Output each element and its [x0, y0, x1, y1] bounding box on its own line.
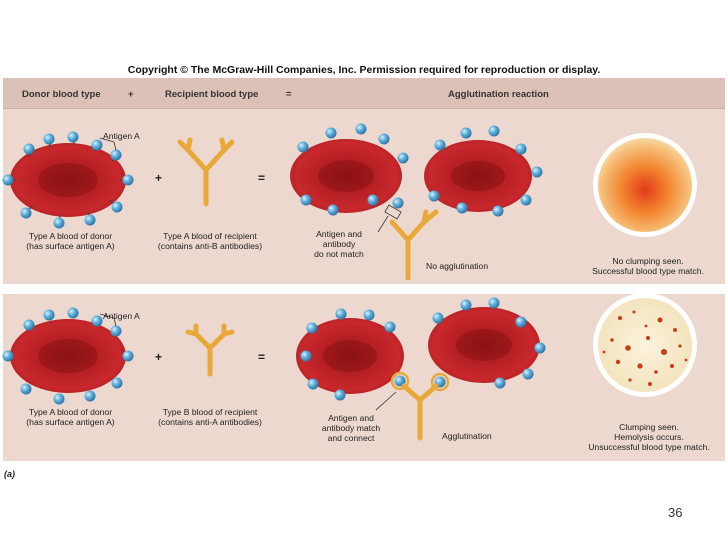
outcome-label-row1-line2: Successful blood type match.	[592, 266, 704, 276]
recipient-label-row1-line2: (contains anti-B antibodies)	[157, 241, 263, 251]
match-label-row1-line3: do not match	[314, 249, 364, 259]
donor-label-row2-line2: (has surface antigen A)	[26, 417, 115, 427]
donor-cell-row1	[10, 143, 126, 217]
recipient-label-row2-line1: Type B blood of recipient	[162, 407, 258, 417]
mixed-cells-row2	[296, 307, 540, 394]
antibody-free-row1	[389, 209, 439, 281]
outcome-label-row2-line1: Clumping seen.	[619, 422, 679, 432]
antigen-a-label-row2: Antigen A	[103, 311, 140, 321]
recipient-label-row1-line1: Type A blood of recipient	[163, 231, 257, 241]
header-recipient: Recipient blood type	[165, 89, 259, 100]
plus-sign-row1: +	[155, 171, 163, 185]
donor-label-row2-line1: Type A blood of donor	[28, 407, 113, 417]
outcome-label-row1-line1: No clumping seen.	[612, 256, 684, 266]
match-label-row2: Antigen and antibody match and connect	[305, 413, 397, 443]
header-reaction: Agglutination reaction	[448, 89, 549, 100]
match-label-row2-line3: and connect	[327, 433, 375, 443]
antibody-bound-row2	[401, 383, 439, 441]
plus-sign-row2: +	[155, 350, 163, 364]
antigen-a-label-row1: Antigen A	[103, 131, 140, 141]
antigen-markers-mixed-row2	[300, 297, 546, 401]
outcome-label-row2-line2: Hemolysis occurs.	[614, 432, 684, 442]
figure-letter: (a)	[4, 469, 15, 479]
donor-label-row1-line1: Type A blood of donor	[28, 231, 113, 241]
recipient-label-row2: Type B blood of recipient (contains anti…	[145, 407, 275, 427]
match-label-row1-line1: Antigen and	[316, 229, 362, 239]
page-number: 36	[668, 505, 683, 520]
donor-label-row1: Type A blood of donor (has surface antig…	[8, 231, 133, 251]
match-label-row2-line1: Antigen and	[328, 413, 374, 423]
donor-cell-row2	[10, 319, 126, 393]
copyright-notice: Copyright © The McGraw-Hill Companies, I…	[127, 64, 601, 76]
header-bar	[3, 78, 725, 109]
outcome-label-row1: No clumping seen. Successful blood type …	[578, 256, 718, 276]
match-label-row1-line2: antibody	[322, 239, 356, 249]
antigen-markers-donor-row2	[2, 307, 134, 405]
antibody-row1	[177, 137, 235, 207]
blood-plate-clumping	[593, 293, 697, 397]
outcome-label-row2-line3: Unsuccessful blood type match.	[588, 442, 710, 452]
match-label-row2-line2: antibody match	[321, 423, 381, 433]
donor-label-row1-line2: (has surface antigen A)	[26, 241, 115, 251]
header-plus: +	[128, 89, 134, 100]
header-equals: =	[286, 89, 292, 100]
result-label-row1: No agglutination	[426, 261, 489, 271]
outcome-label-row2: Clumping seen. Hemolysis occurs. Unsucce…	[574, 422, 724, 452]
equals-sign-row1: =	[258, 171, 266, 185]
equals-sign-row2: =	[258, 350, 266, 364]
row-divider	[3, 284, 725, 294]
antibody-row2	[185, 323, 235, 377]
antigen-markers-donor-row1	[2, 131, 134, 229]
donor-label-row2: Type A blood of donor (has surface antig…	[8, 407, 133, 427]
result-label-row2: Agglutination	[442, 431, 492, 441]
mixed-cells-row1	[290, 139, 532, 213]
antigen-markers-mixed-row1	[297, 123, 543, 217]
recipient-label-row2-line2: (contains anti-A antibodies)	[158, 417, 262, 427]
header-donor: Donor blood type	[22, 89, 101, 100]
blood-plate-no-clumping	[593, 133, 697, 237]
recipient-label-row1: Type A blood of recipient (contains anti…	[145, 231, 275, 251]
match-label-row1: Antigen and antibody do not match	[300, 229, 378, 259]
